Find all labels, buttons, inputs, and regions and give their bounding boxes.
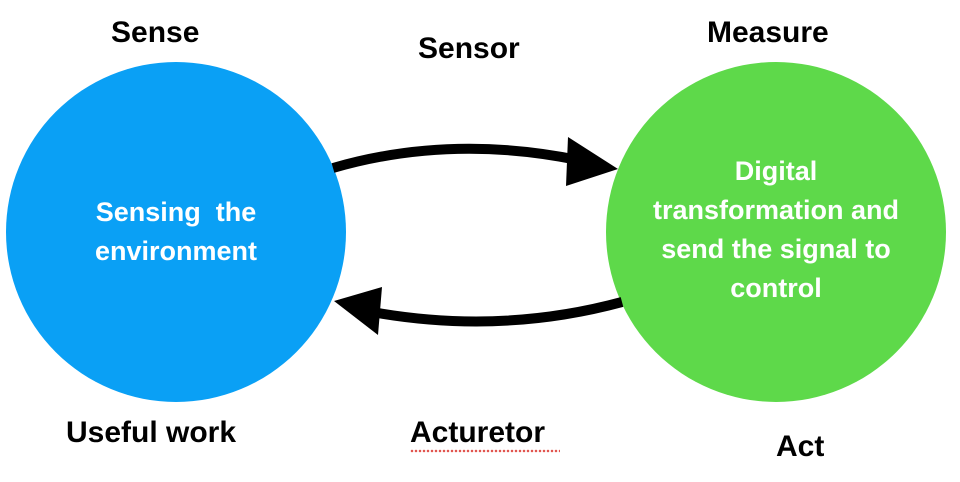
spellcheck-underline	[410, 449, 560, 453]
digital-transformation-node: Digital transformation and send the sign…	[606, 62, 946, 402]
act-label: Act	[776, 430, 825, 463]
sensing-node: Sensing the environment	[6, 62, 346, 402]
digital-node-line: send the signal to	[661, 234, 891, 264]
useful-work-label: Useful work	[66, 416, 237, 449]
sensing-node-line: Sensing the	[95, 197, 257, 227]
digital-node-line: transformation and	[652, 195, 900, 225]
sensor-arrow-head-icon	[566, 137, 618, 186]
digital-transformation-node-text: Digital transformation and send the sign…	[653, 152, 899, 308]
sensing-node-line: environment	[94, 236, 258, 266]
sensor-label: Sensor	[418, 32, 520, 65]
sense-label: Sense	[111, 16, 200, 49]
digital-node-line: Digital	[734, 156, 818, 186]
acturetor-arrow-line	[371, 297, 624, 327]
measure-label: Measure	[707, 16, 829, 49]
acturetor-label: Acturetor	[410, 416, 546, 449]
sensor-arrow-line	[331, 143, 579, 173]
acturetor-arrow-head-icon	[334, 287, 382, 335]
sensing-node-text: Sensing the environment	[95, 193, 257, 271]
digital-node-line: control	[730, 273, 822, 303]
